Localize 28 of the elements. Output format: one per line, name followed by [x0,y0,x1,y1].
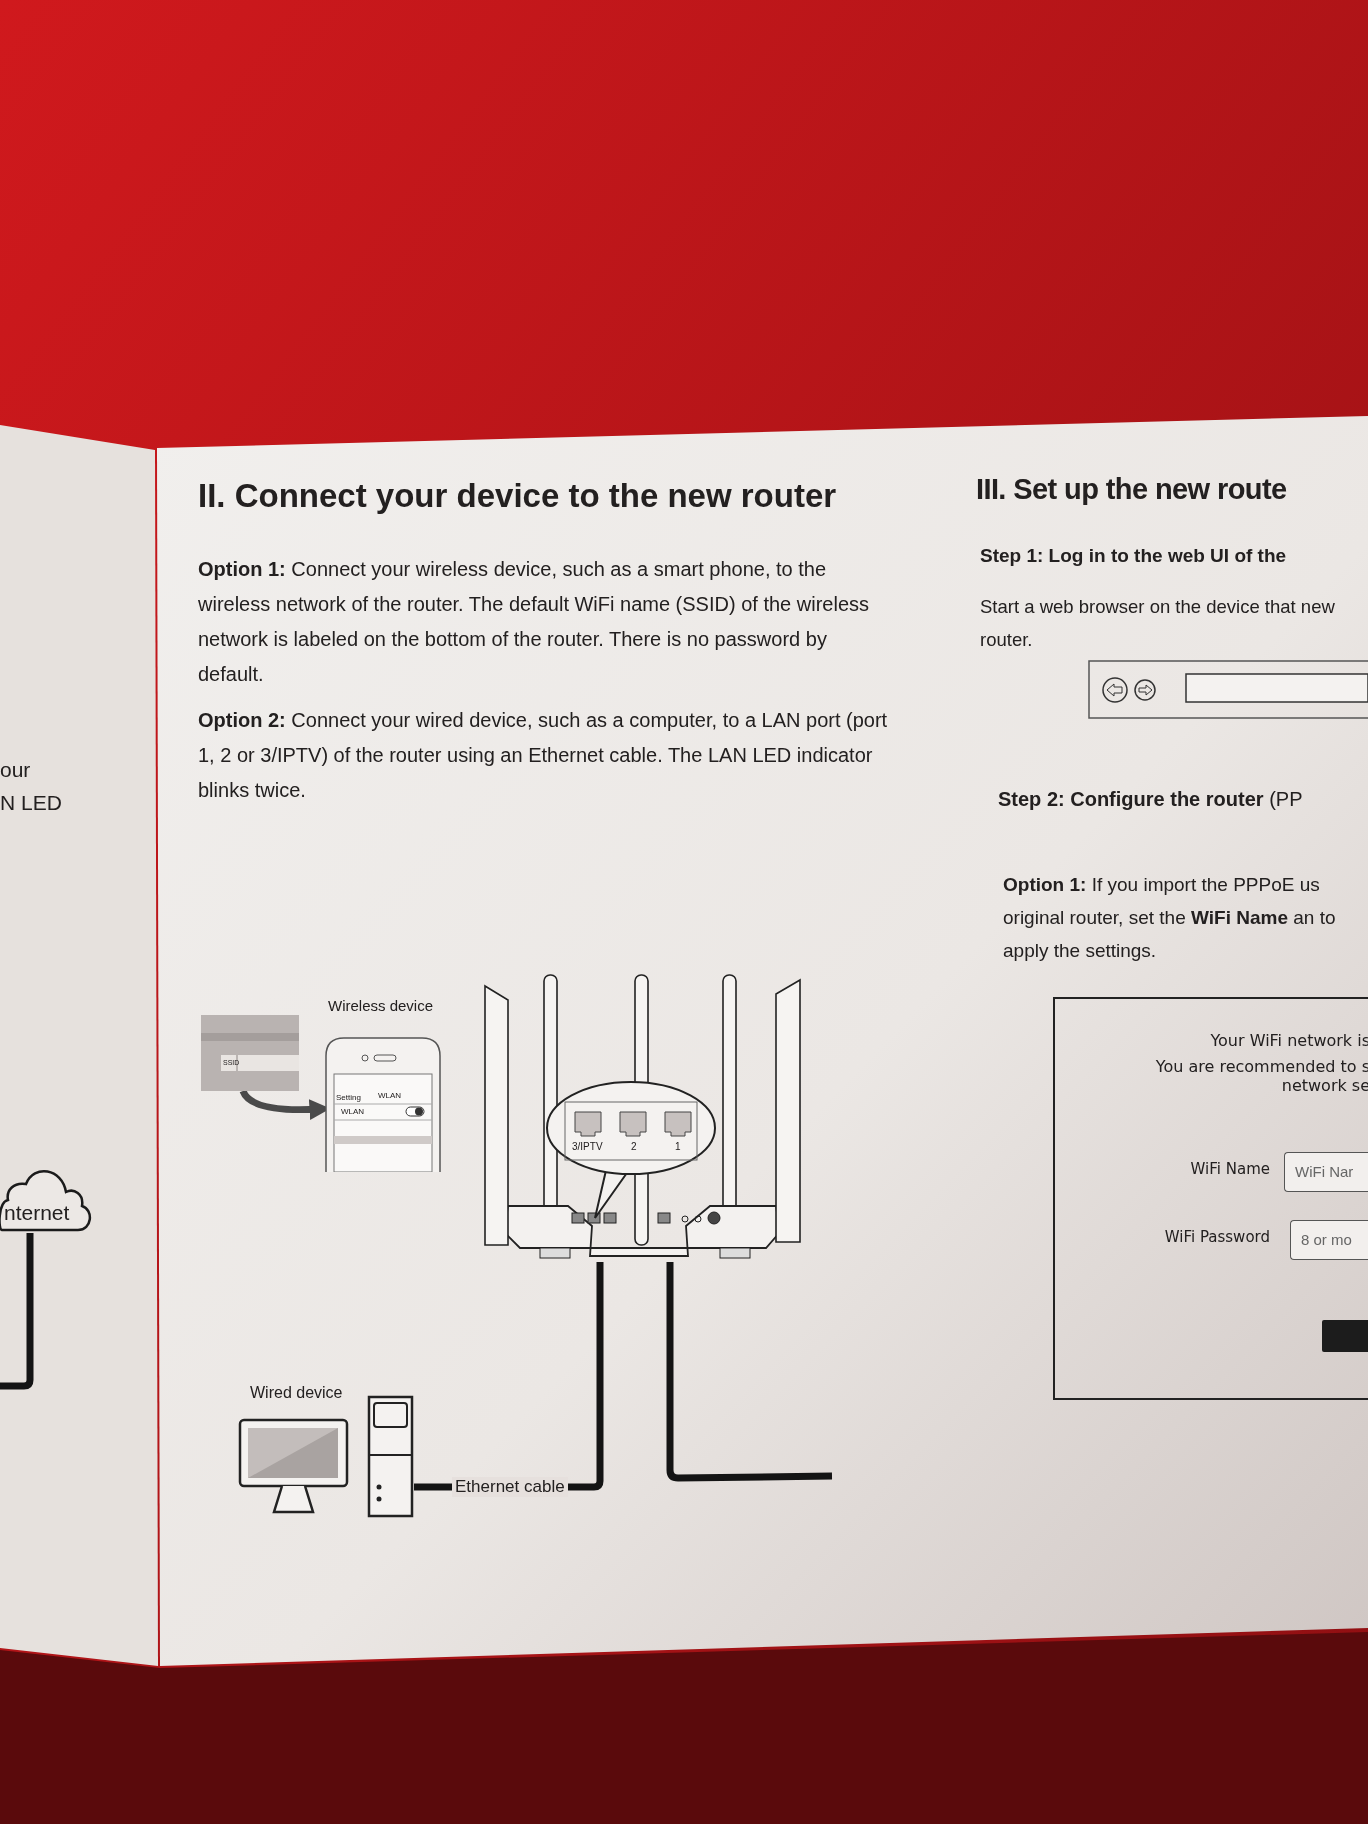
device-caption: Wired device [250,1383,344,1403]
section-heading: III. Set up the new route [976,472,1288,507]
instruction-paragraph: Start a web browser on the device that new router. [980,595,1336,652]
field-label: WiFi Name [1189,1160,1270,1178]
input-field [1290,1220,1368,1260]
port-label: 2 [631,1141,638,1153]
section-heading: II. Connect your device to the new router [198,476,837,516]
instruction-paragraph: Option 1: If you import the PPPoE us original router, set the WiFi Name an to apply the settings. [1003,873,1337,963]
field-placeholder: WiFi Nar [1295,1163,1355,1181]
field-placeholder: 8 or mo [1301,1231,1353,1249]
dialog-panel [1053,997,1368,1400]
step-heading: Step 2: Configure the router (PP [998,787,1304,811]
input-field [1284,1152,1368,1192]
port-label: 1 [675,1141,682,1153]
edge-label: Ethernet cable [452,1477,568,1498]
screen-title: WLAN [378,1091,403,1101]
dark-button [1322,1320,1368,1352]
text-fragment: N LED [0,790,63,816]
instruction-paragraph: Option 1: Connect your wireless device, such as a smart phone, to the wireless network of the router. The default WiFi name (SSID) of the wireless network is labeled on the bottom of the router. There is no password by default. [198,557,870,687]
screen-text: Setting [336,1093,362,1103]
port-label: 3/IPTV [572,1141,604,1153]
instruction-paragraph: Option 2: Connect your wired device, such as a computer, to a LAN port (port 1, 2 or 3/IPTV) of the router using an Ethernet cable. The LAN LED indicator blinks twice. [198,708,889,803]
device-caption: Wireless device [328,997,435,1015]
field-label: WiFi Password [1163,1228,1270,1246]
setting-name: WLAN [341,1107,366,1117]
cloud-label: nternet [4,1200,71,1226]
text-fragment: our [0,757,32,783]
step-heading: Step 1: Log in to the web UI of the [980,545,1288,568]
